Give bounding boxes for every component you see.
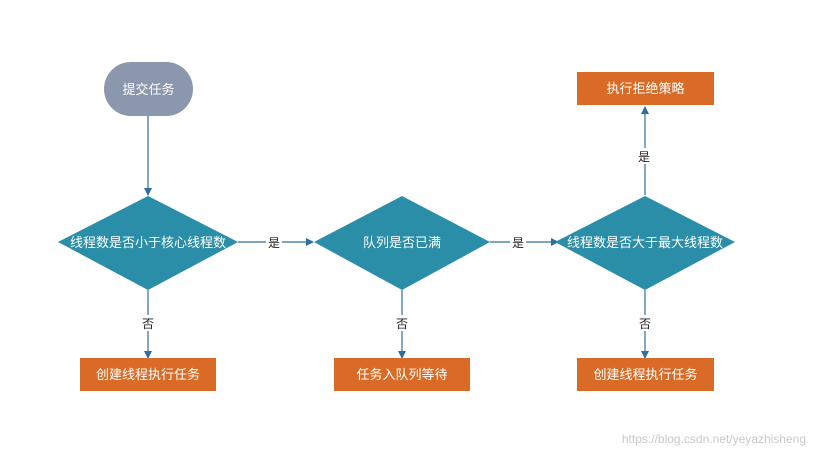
create-thread-2-shape [577,358,714,391]
edge-label-max-yes: 是 [638,150,650,164]
enqueue-shape [334,358,470,391]
reject-label: 执行拒绝策略 [606,81,684,97]
create-thread-2-label: 创建线程执行任务 [593,367,697,383]
decision-queue-shape [314,196,490,290]
decision-core-label: 线程数是否小于核心线程数 [70,236,226,251]
decision-core-shape [58,196,238,290]
edge-label-queue-no: 否 [396,317,408,331]
start-terminal-shape [104,62,193,116]
node-reject: 执行拒绝策略 [577,72,714,105]
create-thread-1-label: 创建线程执行任务 [96,367,200,383]
node-start: 提交任务 [104,62,193,116]
decision-max-label: 线程数是否大于最大线程数 [567,236,723,251]
node-decision-max: 线程数是否大于最大线程数 [555,196,735,290]
decision-max-shape [555,196,735,290]
start-terminal-label: 提交任务 [122,82,174,98]
node-create-thread-1: 创建线程执行任务 [80,358,216,391]
edge-label-queue-yes: 是 [512,236,524,250]
node-decision-core: 线程数是否小于核心线程数 [58,196,238,290]
edge-labels: 是 是 是 否 否 否 [140,148,653,331]
decision-queue-label: 队列是否已满 [363,236,441,251]
create-thread-1-shape [80,358,216,391]
node-decision-queue: 队列是否已满 [314,196,490,290]
node-create-thread-2: 创建线程执行任务 [577,358,714,391]
edge-label-core-no: 否 [142,317,154,331]
enqueue-label: 任务入队列等待 [356,367,447,383]
node-enqueue: 任务入队列等待 [334,358,470,391]
edge-label-max-no: 否 [639,317,651,331]
watermark-text: https://blog.csdn.net/yeyazhisheng [622,432,806,446]
edge-label-core-yes: 是 [268,236,280,250]
reject-shape [577,72,714,105]
